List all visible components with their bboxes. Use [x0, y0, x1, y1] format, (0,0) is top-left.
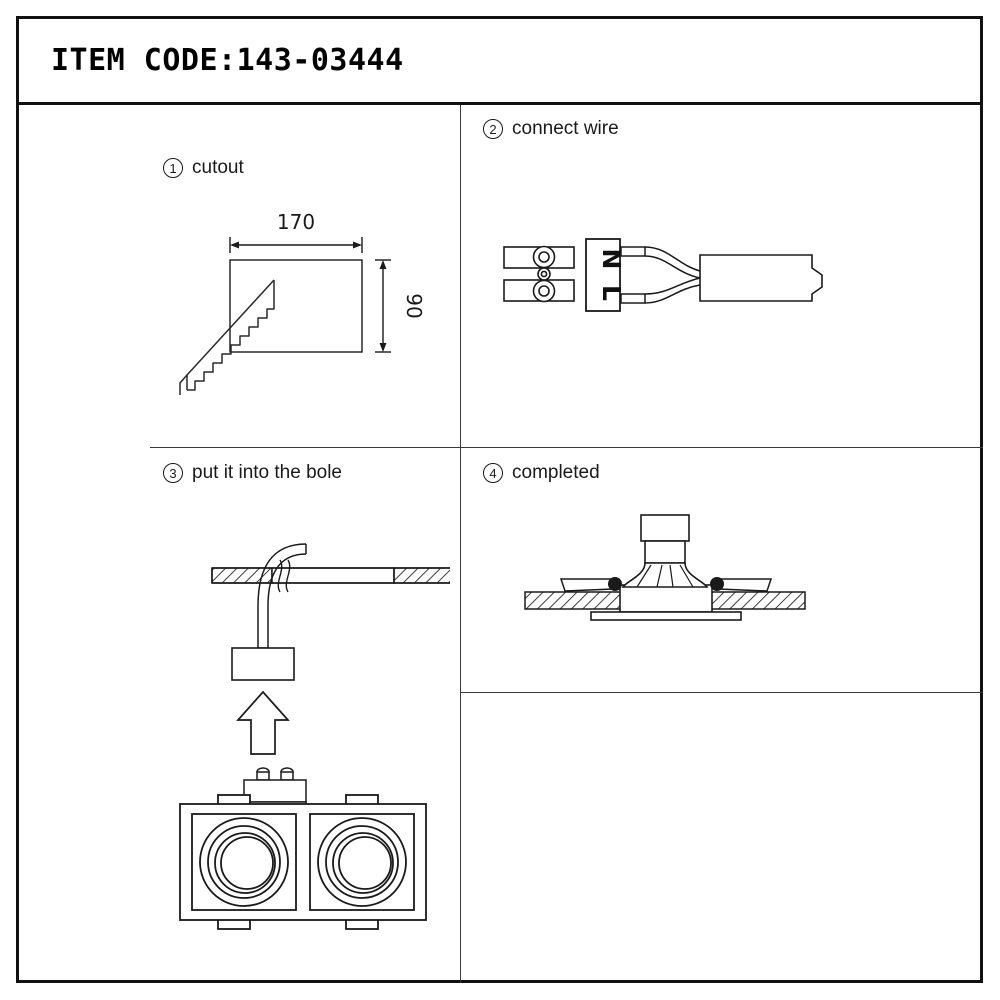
saw-cut-symbol: [179, 279, 275, 395]
lamp-holder-cable: [699, 254, 823, 302]
sheet-border: [16, 16, 983, 983]
completed-assembly-diagram: [515, 495, 815, 635]
step-number-badge-4: 4: [483, 463, 503, 483]
step-1-label: 1 cutout: [163, 157, 244, 179]
wire-pair: [644, 246, 701, 304]
step-4-text: completed: [512, 462, 600, 483]
step-3-label: 3 put it into the bole: [163, 462, 342, 484]
title-bar: ITEM CODE:143-03444: [19, 19, 980, 102]
fixture-trim: [590, 584, 742, 621]
ceiling-section: [211, 567, 450, 584]
horizontal-panel-divider: [150, 447, 983, 449]
step-3-text: put it into the bole: [192, 462, 342, 483]
terminal-label-neutral: N: [597, 249, 626, 270]
step-number-badge-3: 3: [163, 463, 183, 483]
step-2-text: connect wire: [512, 118, 619, 139]
cutout-height-value: 90: [402, 293, 426, 318]
lamp-lens-right: [338, 836, 392, 890]
clip-pivots: [608, 577, 724, 591]
vertical-panel-divider: [460, 105, 462, 983]
title-divider-rule: [19, 102, 980, 105]
step-4-label: 4 completed: [483, 462, 600, 484]
width-dimension: [229, 237, 363, 253]
cutout-rectangle: [229, 259, 363, 353]
horizontal-lower-divider: [460, 692, 983, 694]
wiring-diagram: N L: [500, 235, 830, 335]
terminal-label-live: L: [597, 285, 626, 301]
connector-pins: [620, 246, 646, 304]
supply-wire: [257, 543, 307, 649]
spring-clips: [559, 578, 773, 592]
height-dimension: [375, 259, 391, 353]
step-1-text: cutout: [192, 157, 244, 178]
lamp-lens-left: [220, 836, 274, 890]
step-number-badge-2: 2: [483, 119, 503, 139]
insert-direction-arrow: [236, 690, 290, 755]
ceiling-slab: [524, 591, 806, 610]
junction-block: [231, 647, 295, 681]
cutout-diagram: 170 90: [175, 205, 435, 405]
cutout-width-value: 170: [277, 210, 315, 234]
step-2-label: 2 connect wire: [483, 118, 619, 140]
item-code-title: ITEM CODE:143-03444: [51, 43, 404, 78]
nl-connector-body: [585, 238, 621, 312]
installed-lamp: [621, 514, 709, 588]
step-number-badge-1: 1: [163, 158, 183, 178]
terminal-screws: [532, 245, 556, 303]
twin-downlight-front-view: [168, 787, 438, 937]
